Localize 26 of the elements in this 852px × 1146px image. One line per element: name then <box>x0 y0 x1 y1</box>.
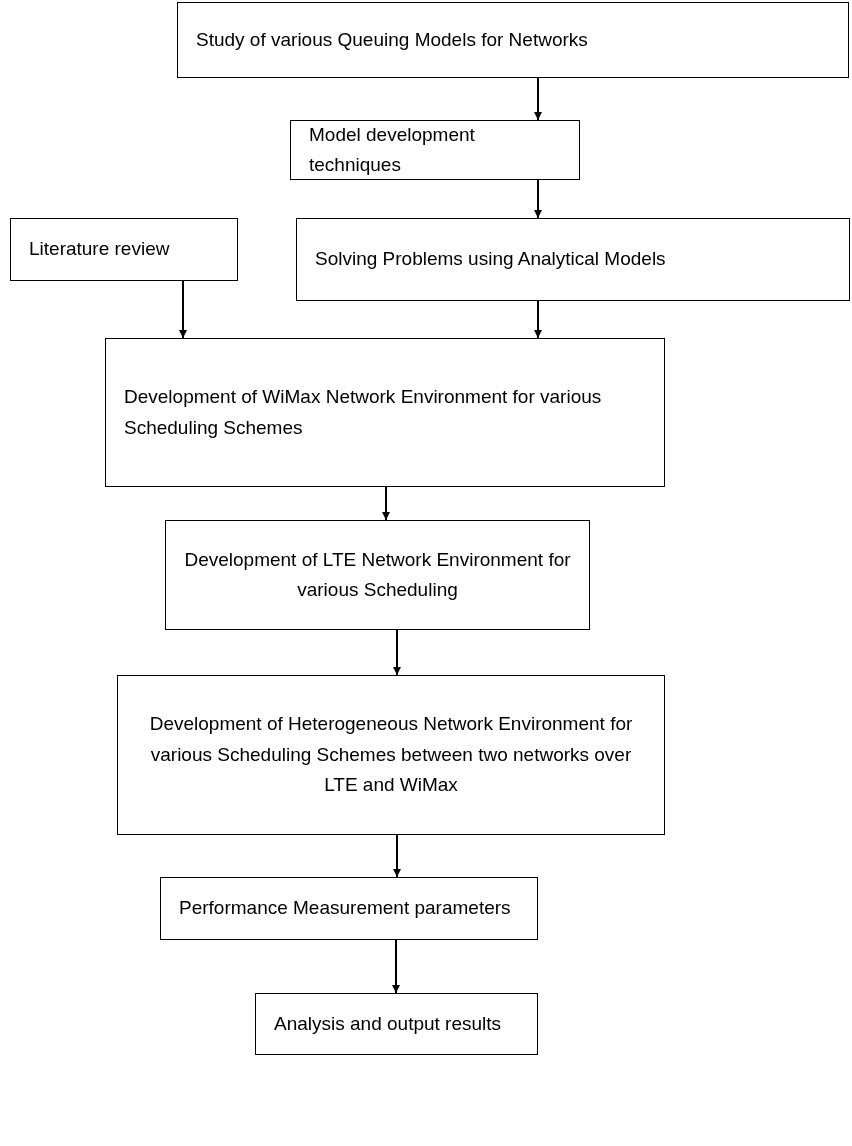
process-box <box>165 520 590 630</box>
process-box <box>255 993 538 1055</box>
arrow <box>534 300 542 339</box>
process-box <box>177 2 849 78</box>
process-box <box>290 120 580 180</box>
arrow <box>534 179 542 219</box>
process-box <box>117 675 665 835</box>
process-box <box>105 338 665 487</box>
arrow <box>393 629 401 676</box>
box-label: Performance Measurement parameters <box>179 896 511 921</box>
arrow <box>179 280 187 339</box>
box-label: Development of WiMax Network Environment for various Scheduling Schemes <box>124 385 603 440</box>
arrow <box>392 939 400 994</box>
box-label: Development of LTE Network Environment for various Scheduling <box>184 547 571 602</box>
box-label: Analysis and output results <box>274 1011 502 1036</box>
box-label: Solving Problems using Analytical Models <box>315 247 666 272</box>
arrow <box>382 486 390 521</box>
arrow <box>534 77 542 121</box>
box-label: Development of Heterogeneous Network Environment for various Scheduling Schemes between two networks over LTE and WiMax <box>148 712 634 798</box>
box-label: Study of various Queuing Models for Networks <box>196 27 588 52</box>
box-label: Model development techniques <box>309 122 476 177</box>
process-box <box>160 877 538 940</box>
arrow <box>393 834 401 878</box>
process-box <box>296 218 850 301</box>
box-label: Literature review <box>29 237 170 262</box>
process-box <box>10 218 238 281</box>
